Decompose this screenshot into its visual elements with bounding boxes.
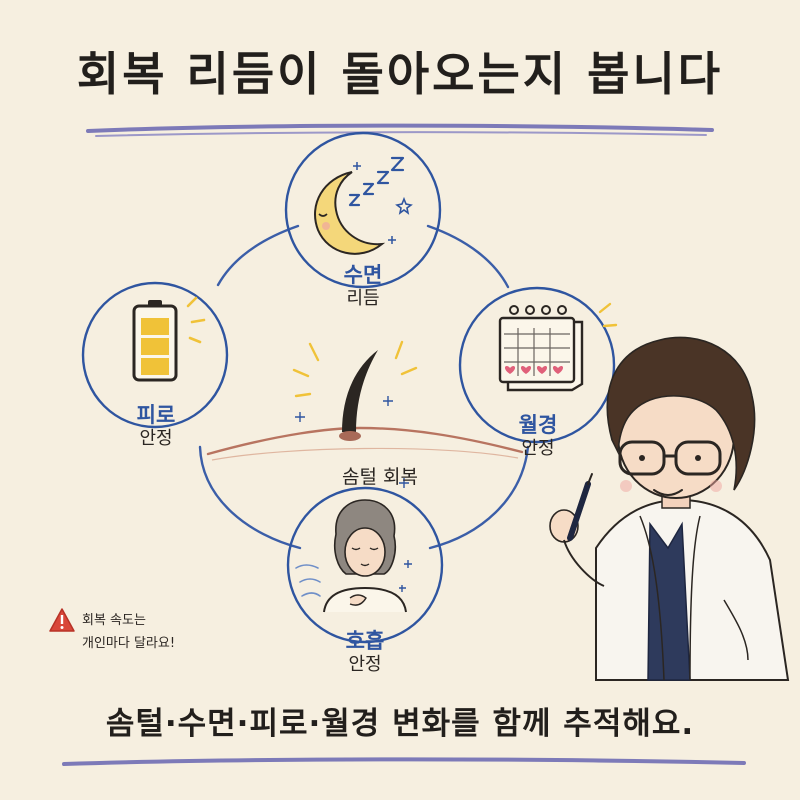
period-label-sub: 안정: [521, 438, 555, 460]
fatigue-node: [81, 281, 229, 429]
title-underline: [86, 123, 714, 133]
doctor-illustration: [549, 336, 790, 681]
center-label: 솜털 회복: [342, 466, 418, 488]
period-label-title: 월경: [518, 413, 558, 437]
warning-note: 회복 속도는 개인마다 달라요!: [82, 610, 175, 656]
warning-line-2: 개인마다 달라요!: [82, 635, 176, 651]
warning-line-1: 회복 속도는: [82, 613, 146, 628]
footer-underline: [62, 757, 746, 766]
fatigue-label: 피로 안정: [86, 402, 226, 451]
sparkle-icon: [399, 478, 409, 488]
breath-label-sub: 안정: [348, 654, 382, 676]
connection-ring: [198, 224, 530, 550]
breath-label-title: 호흡: [345, 629, 385, 653]
period-node: [458, 286, 618, 444]
star-icon: [395, 196, 413, 215]
breathing-person-icon: [323, 499, 407, 613]
sleep-node: [284, 131, 442, 289]
zzz-icon: [348, 156, 405, 207]
breath-label: 호흡 안정: [295, 628, 435, 677]
fatigue-label-sub: 안정: [139, 428, 173, 450]
footer-caption: 솜털·수면·피로·월경 변화를 함께 추적해요.: [105, 706, 695, 742]
period-label: 월경 안정: [468, 412, 608, 461]
battery-icon: [132, 300, 178, 382]
warning-icon: [49, 608, 75, 632]
calendar-icon: [498, 305, 584, 392]
moon-icon: [314, 171, 386, 255]
fatigue-label-title: 피로: [136, 403, 176, 427]
sleep-label: 수면 리듬: [293, 262, 433, 311]
energy-lines: [186, 296, 206, 344]
sparkle-icon: [353, 162, 396, 244]
hair-strand-icon: [206, 340, 524, 488]
sleep-label-title: 수면: [343, 263, 383, 287]
breath-node: [286, 486, 444, 644]
sleep-label-sub: 리듬: [346, 288, 380, 310]
air-flow-lines: [295, 564, 321, 597]
page-title: 회복 리듬이 돌아오는지 봅니다: [76, 47, 724, 101]
